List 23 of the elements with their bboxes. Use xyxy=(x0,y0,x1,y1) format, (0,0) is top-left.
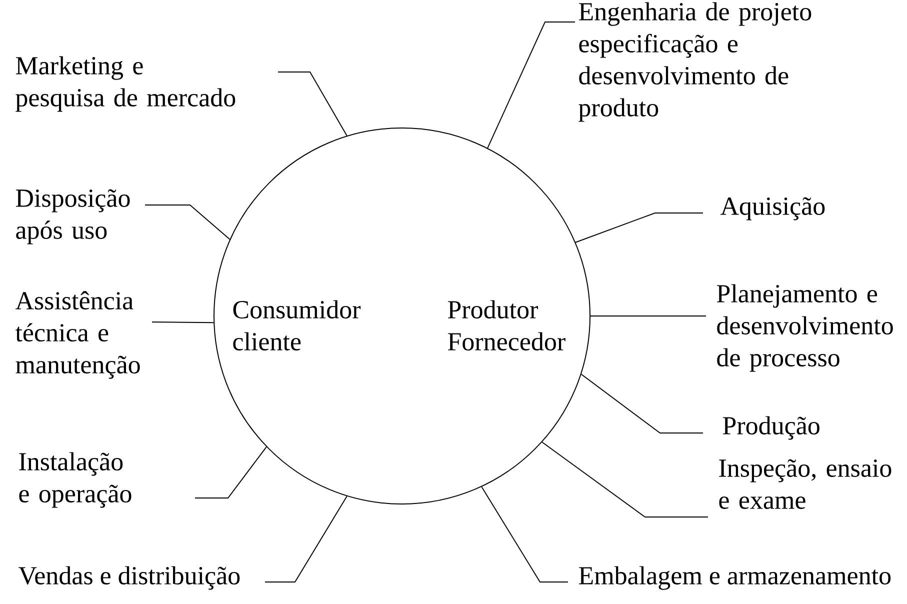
label: Disposição após uso xyxy=(16,189,130,244)
leader-line xyxy=(487,22,576,149)
label: Produção xyxy=(722,416,820,440)
circle-label: Consumidor cliente xyxy=(233,300,361,350)
label: Embalagem e armazenamento xyxy=(578,566,891,590)
leader-line xyxy=(144,204,230,240)
leader-line xyxy=(575,212,704,243)
leader-line xyxy=(481,486,568,582)
label: Instalação e operação xyxy=(19,452,132,508)
leader-line xyxy=(278,72,348,136)
label: Vendas e distribuição xyxy=(18,566,240,590)
label: Marketing e pesquisa de mercado xyxy=(16,56,236,112)
leader-line xyxy=(194,446,267,498)
circle-label: Produtor Fornecedor xyxy=(448,300,566,350)
label: Engenharia de projeto especificação e desenvolvimento de produto xyxy=(578,2,812,122)
leader-line xyxy=(542,442,708,518)
label: Aquisição xyxy=(720,197,825,220)
label: Inspeção, ensaio e exame xyxy=(719,459,892,509)
leader-line xyxy=(264,496,348,582)
leader-line xyxy=(152,322,214,324)
label: Assistência técnica e manutenção xyxy=(15,291,140,379)
leader-line xyxy=(580,374,704,434)
label: Planejamento e desenvolvimento de processo xyxy=(716,284,893,372)
